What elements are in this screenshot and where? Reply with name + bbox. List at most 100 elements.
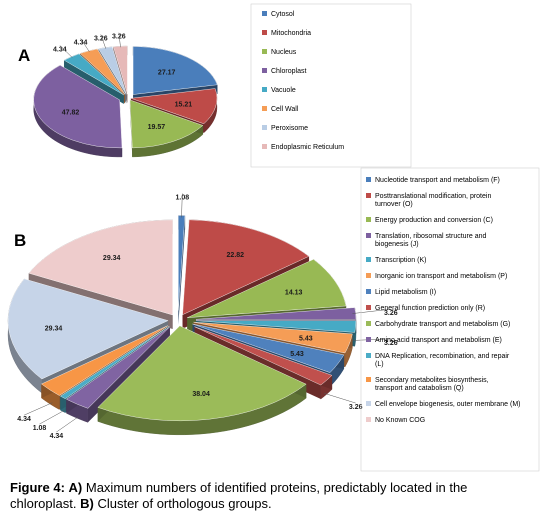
pie-b-slice-energy-production-and-conversion (187, 259, 347, 318)
b-legend-label: Amino acid transport and metabolism (E) (375, 337, 502, 344)
pie-a-value-label-chloroplast: 47.82 (62, 109, 80, 116)
b-legend-swatch (366, 217, 371, 222)
legend-a-frame (250, 3, 412, 168)
a-legend-swatch (262, 30, 267, 35)
pie-a-value-label-endoplasmic-reticulum: 3.26 (112, 34, 126, 41)
pie-b-value-label-no-known-cog: 29.34 (103, 255, 121, 262)
pie-b-value-label-energy-production-and-conversion: 14.13 (285, 290, 303, 297)
pie-b-value-label-translation-ribosomal-structure-and-biogenesis: 3.26 (384, 310, 398, 317)
pie-b-leader-line (352, 308, 391, 314)
b-legend-swatch (366, 417, 371, 422)
figure-caption: Figure 4: A) Maximum numbers of identifi… (10, 480, 535, 512)
pie-b-slice-posttranslational-modification-protein-turnover (182, 219, 310, 316)
b-legend-item-carbohydrate-transport-and-metabolism: Carbohydrate transport and metabolism (G… (366, 321, 510, 328)
legend-b: Nucleotide transport and metabolism (F) P… (366, 177, 521, 424)
legend-a: CytosolMitochondriaNucleusChloroplastVac… (262, 11, 344, 151)
b-legend-item-amino-acid-transport-and-metabolism: Amino acid transport and metabolism (E) (366, 337, 502, 344)
b-legend-swatch (366, 177, 371, 182)
pie-a-value-label-peroxisome: 3.26 (94, 35, 108, 42)
caption-a-marker: A) (68, 480, 83, 495)
b-legend-label: biogenesis (J) (375, 241, 419, 248)
a-legend-item-endoplasmic-reticulum: Endoplasmic Reticulum (262, 144, 344, 151)
b-legend-label: Secondary metabolites biosynthesis, (375, 377, 489, 384)
b-legend-label: Energy production and conversion (C) (375, 217, 493, 224)
a-legend-swatch (262, 68, 267, 73)
pie-b-leader-line (323, 392, 356, 404)
b-legend-item-no-known-cog: No Known COG (366, 417, 425, 424)
b-legend-swatch (366, 273, 371, 278)
pie-b-value-label-secondary-metabolites-biosynthesis-transport-and-catabolism: 4.34 (17, 416, 31, 423)
b-legend-label: (L) (375, 361, 384, 368)
pie-b-slice-carbohydrate-transport-and-metabolism (97, 325, 307, 422)
a-legend-swatch (262, 106, 267, 111)
a-legend-label: Endoplasmic Reticulum (271, 144, 344, 151)
pie-b-value-label-inorganic-ion-transport-and-metabolism: 5.43 (299, 336, 313, 343)
b-legend-swatch (366, 337, 371, 342)
b-legend-swatch (366, 289, 371, 294)
a-legend-label: Vacuole (271, 87, 296, 94)
pie-b-slice-transcription (195, 320, 357, 333)
pie-b-value-label-dna-replication-recombination-and-repair: 1.08 (33, 425, 47, 432)
b-legend-swatch (366, 401, 371, 406)
pie-a-slice-chloroplast (33, 65, 123, 149)
pie-b-slice-dna-replication-recombination-and-repair (59, 326, 169, 399)
pie-b-value-label-amino-acid-transport-and-metabolism: 4.34 (50, 433, 64, 440)
a-legend-label: Chloroplast (271, 68, 306, 75)
pie-b-leader-line (39, 409, 66, 425)
b-legend-label: General function prediction only (R) (375, 305, 485, 312)
a-legend-item-nucleus: Nucleus (262, 49, 297, 56)
a-legend-swatch (262, 87, 267, 92)
caption-label: Figure 4: (10, 480, 65, 495)
pie-b-slice-cell-envelope-biogenesis-outer-membrane (7, 278, 169, 380)
pie-b-slice-inorganic-ion-transport-and-metabolism (193, 321, 353, 354)
b-legend-label: Inorganic ion transport and metabolism (… (375, 273, 507, 280)
a-legend-item-vacuole: Vacuole (262, 87, 296, 94)
pie-b-leader-line (352, 338, 391, 341)
b-legend-label: No Known COG (375, 417, 425, 424)
a-legend-item-chloroplast: Chloroplast (262, 68, 306, 75)
a-legend-item-peroxisome: Peroxisome (262, 125, 308, 132)
a-legend-item-cytosol: Cytosol (262, 11, 295, 18)
pie-a-leader-line (59, 45, 73, 58)
pie-b-leader-line (24, 402, 53, 416)
b-legend-item-energy-production-and-conversion: Energy production and conversion (C) (366, 217, 493, 224)
a-legend-label: Mitochondria (271, 30, 311, 37)
caption-b-marker: B) (80, 496, 94, 511)
pie-b-value-label-general-function-prediction-only: 3.26 (349, 404, 363, 411)
pie-b-value-label-lipid-metabolism: 5.43 (290, 351, 304, 358)
b-legend-item-dna-replication-recombination-and-repair: DNA Replication, recombination, and repa… (366, 353, 510, 368)
b-legend-label: Lipid metabolism (I) (375, 289, 436, 296)
b-legend-label: transport and catabolism (Q) (375, 385, 464, 392)
b-legend-swatch (366, 233, 371, 238)
pie-a-slice-mitochondria (130, 88, 218, 125)
a-legend-label: Peroxisome (271, 125, 308, 132)
pie-b-slice-lipid-metabolism (192, 323, 345, 373)
pie-b-value-label-cell-envelope-biogenesis-outer-membrane: 29.34 (45, 326, 63, 333)
b-legend-label: Cell envelope biogenesis, outer membrane… (375, 401, 521, 408)
b-legend-swatch (366, 377, 371, 382)
pie-a-value-label-vacuole: 4.34 (53, 47, 67, 54)
b-legend-label: Posttranslational modification, protein (375, 193, 491, 200)
b-legend-item-posttranslational-modification-protein-turnover: Posttranslational modification, proteint… (366, 193, 491, 208)
b-legend-item-transcription: Transcription (K) (366, 257, 426, 264)
a-legend-item-mitochondria: Mitochondria (262, 30, 311, 37)
pie-a-slice-nucleus (129, 99, 204, 149)
pie-a-value-label-nucleus: 19.57 (148, 124, 166, 131)
b-legend-item-lipid-metabolism: Lipid metabolism (I) (366, 289, 436, 296)
b-legend-swatch (366, 257, 371, 262)
legend-b-frame (360, 167, 540, 472)
a-legend-swatch (262, 49, 267, 54)
pie-a-value-label-mitochondria: 15.21 (175, 102, 193, 109)
pie-a-leader-line (80, 38, 90, 52)
b-legend-item-inorganic-ion-transport-and-metabolism: Inorganic ion transport and metabolism (… (366, 273, 507, 280)
pie-a-value-label-cell-wall: 4.34 (74, 39, 88, 46)
pie-b-slice-amino-acid-transport-and-metabolism (66, 326, 171, 409)
panel-a-label: A (18, 46, 30, 65)
b-legend-item-nucleotide-transport-and-metabolism: Nucleotide transport and metabolism (F) (366, 177, 500, 184)
b-legend-item-secondary-metabolites-biosynthesis-transport-and-catabolism: Secondary metabolites biosynthesis,trans… (366, 377, 489, 392)
a-legend-item-cell-wall: Cell Wall (262, 106, 299, 113)
b-legend-item-cell-envelope-biogenesis-outer-membrane: Cell envelope biogenesis, outer membrane… (366, 401, 521, 408)
pie-b-leader-line (56, 416, 79, 433)
a-legend-swatch (262, 11, 267, 16)
